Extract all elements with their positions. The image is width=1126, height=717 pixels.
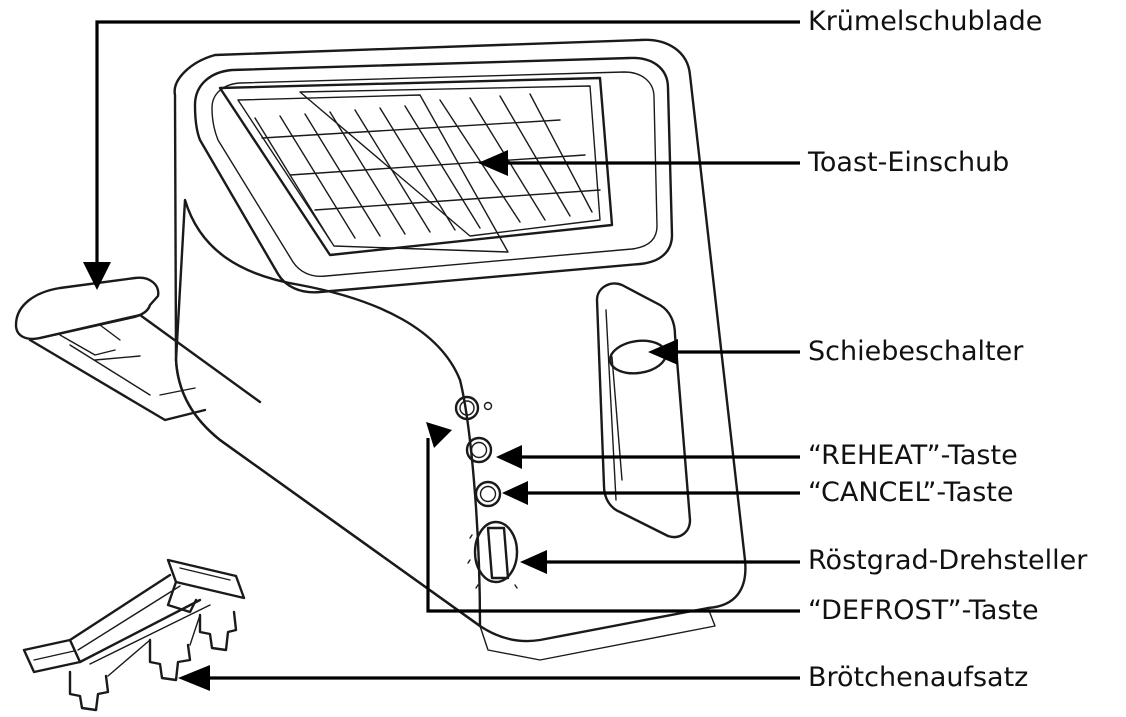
label-roestgrad-drehsteller: Röstgrad-Drehsteller [808,545,1088,576]
toast-slots [218,76,614,257]
toaster-body [173,38,747,661]
label-broetchenaufsatz: Brötchenaufsatz [808,662,1029,693]
label-defrost-taste: “DEFROST”-Taste [808,595,1039,626]
slide-switch-recess [595,282,692,539]
label-toast-einschub: Toast-Einschub [808,147,1010,178]
leader-lines [83,20,800,691]
label-cancel-taste: “CANCEL”-Taste [808,477,1014,508]
crumb-tray [14,276,262,422]
control-panel [454,395,519,589]
label-schiebeschalter: Schiebeschalter [808,336,1024,367]
label-kruemelschublade: Krümelschublade [808,6,1043,37]
bun-warmer-rack [22,558,246,712]
label-reheat-taste: “REHEAT”-Taste [808,440,1018,471]
